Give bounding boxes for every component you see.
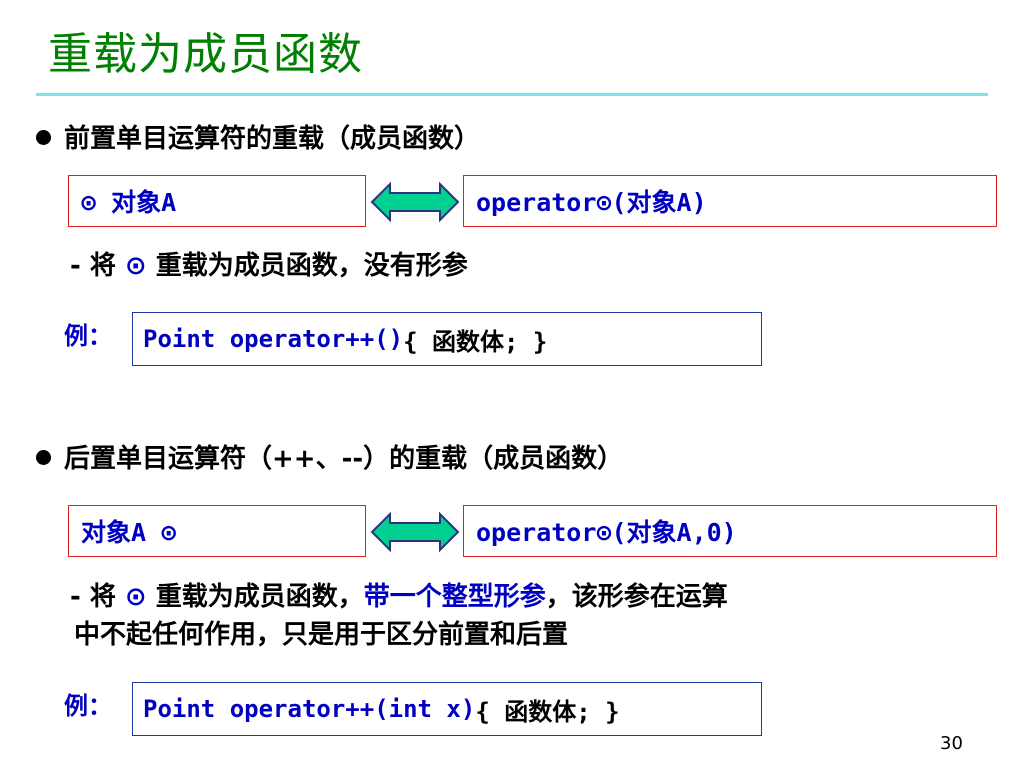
- postfix-operator-call: operator⊙(对象A,0): [476, 518, 737, 547]
- postfix-desc-middle: 重载为成员函数，: [146, 582, 364, 612]
- prefix-desc-prefix: - 将: [70, 251, 125, 281]
- prefix-heading: 前置单目运算符的重载（成员函数）: [64, 124, 481, 154]
- postfix-desc-prefix: - 将: [70, 582, 125, 612]
- circle-dot-symbol: ⊙: [124, 582, 147, 612]
- postfix-example-body: { 函数体; }: [475, 697, 620, 726]
- circle-dot-symbol: ⊙: [124, 251, 147, 281]
- postfix-desc-line2: 中不起任何作用，只是用于区分前置和后置: [74, 620, 569, 650]
- bullet-dot: [36, 130, 51, 145]
- prefix-expression: ⊙ 对象A: [81, 188, 177, 217]
- postfix-expression: 对象A ⊙: [81, 518, 177, 547]
- bullet-dot: [36, 450, 51, 465]
- page-number: 30: [940, 733, 963, 754]
- title-divider: [36, 93, 988, 96]
- prefix-example-body: { 函数体; }: [403, 327, 548, 356]
- postfix-example-label: 例：: [64, 692, 112, 720]
- prefix-operator-call: operator⊙(对象A): [476, 188, 707, 217]
- postfix-desc-highlight: 带一个整型形参: [363, 582, 546, 612]
- prefix-description: - 将 ⊙ 重载为成员函数，没有形参: [70, 247, 468, 285]
- postfix-example-code: Point operator++(int x): [143, 695, 476, 723]
- postfix-desc-line1: - 将 ⊙ 重载为成员函数，带一个整型形参，该形参在运算: [70, 578, 728, 616]
- postfix-desc-suffix: ，该形参在运算: [545, 582, 728, 612]
- page-title: 重载为成员函数: [48, 29, 363, 80]
- prefix-expression-box: ⊙ 对象A: [68, 175, 366, 227]
- double-arrow-icon: [370, 511, 460, 553]
- prefix-example-code: Point operator++(): [143, 325, 404, 353]
- prefix-desc-suffix: 重载为成员函数，没有形参: [146, 251, 468, 281]
- postfix-example-box: Point operator++(int x) { 函数体; }: [132, 682, 762, 736]
- double-arrow-icon: [370, 181, 460, 223]
- postfix-heading: 后置单目运算符（++、--）的重载（成员函数）: [64, 444, 624, 474]
- postfix-operator-box: operator⊙(对象A,0): [463, 505, 997, 557]
- postfix-expression-box: 对象A ⊙: [68, 505, 366, 557]
- prefix-example-box: Point operator++() { 函数体; }: [132, 312, 762, 366]
- prefix-example-label: 例：: [64, 322, 112, 350]
- postfix-description: - 将 ⊙ 重载为成员函数，带一个整型形参，该形参在运算 中不起任何作用，只是用…: [70, 578, 728, 654]
- prefix-operator-box: operator⊙(对象A): [463, 175, 997, 227]
